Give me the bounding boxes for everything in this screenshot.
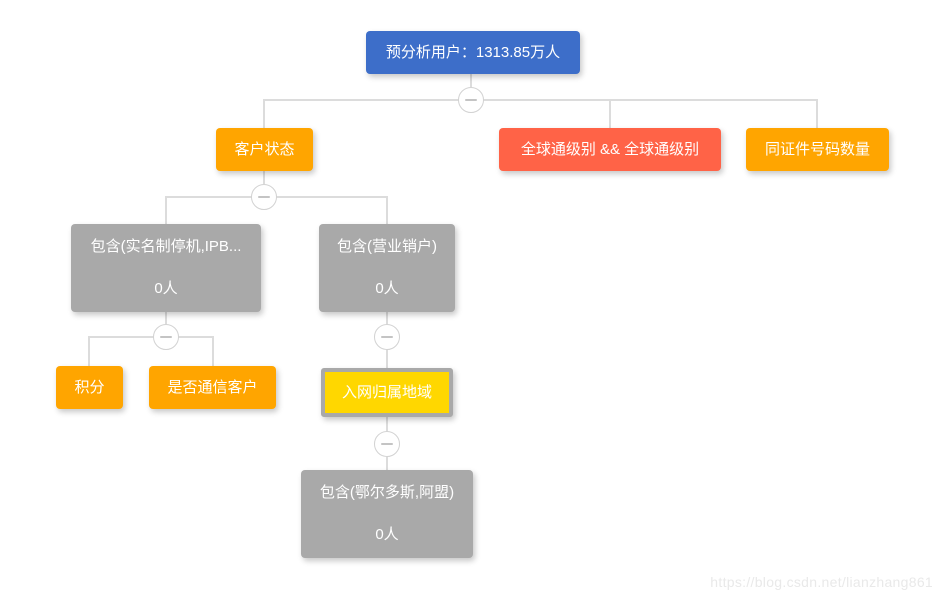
minus-icon xyxy=(381,443,393,445)
contains-realname-suspend-node[interactable]: 包含(实名制停机,IPB... 0人 xyxy=(71,224,261,312)
connector-line xyxy=(609,99,611,128)
collapse-toggle[interactable] xyxy=(458,87,484,113)
node-label: 同证件号码数量 xyxy=(764,141,870,158)
points-node[interactable]: 积分 xyxy=(56,366,123,409)
network-region-node[interactable]: 入网归属地域 xyxy=(321,368,453,417)
is-telecom-customer-node[interactable]: 是否通信客户 xyxy=(149,366,276,409)
watermark: https://blog.csdn.net/lianzhang861 xyxy=(710,574,933,590)
node-label: 是否通信客户 xyxy=(167,379,258,396)
connector-line xyxy=(386,417,388,431)
collapse-toggle[interactable] xyxy=(251,184,277,210)
connector-line xyxy=(386,457,388,470)
node-label: 预分析用户：1313.85万人 xyxy=(385,44,561,61)
connector-line xyxy=(165,196,167,224)
customer-status-node[interactable]: 客户状态 xyxy=(216,128,313,171)
node-count: 0人 xyxy=(375,280,399,297)
minus-icon xyxy=(258,196,270,198)
connector-line xyxy=(88,336,90,366)
connector-line xyxy=(470,74,472,87)
collapse-toggle[interactable] xyxy=(153,324,179,350)
minus-icon xyxy=(381,336,393,338)
gotone-level-node[interactable]: 全球通级别 && 全球通级别 xyxy=(499,128,721,171)
node-count: 0人 xyxy=(375,526,399,543)
connector-line xyxy=(386,350,388,368)
connector-line xyxy=(165,312,167,324)
connector-line xyxy=(263,171,265,184)
connector-line xyxy=(88,336,214,338)
connector-line xyxy=(212,336,214,366)
connector-line xyxy=(816,99,818,128)
node-count: 0人 xyxy=(154,280,178,297)
node-label: 包含(实名制停机,IPB... xyxy=(90,238,242,255)
connector-line xyxy=(263,99,265,128)
contains-ordos-node[interactable]: 包含(鄂尔多斯,阿盟) 0人 xyxy=(301,470,473,558)
contains-business-cancel-node[interactable]: 包含(营业销户) 0人 xyxy=(319,224,455,312)
node-label: 包含(营业销户) xyxy=(337,238,437,255)
node-label: 入网归属地域 xyxy=(341,384,432,401)
collapse-toggle[interactable] xyxy=(374,431,400,457)
connector-line xyxy=(386,312,388,324)
node-label: 全球通级别 && 全球通级别 xyxy=(520,141,700,158)
minus-icon xyxy=(465,99,477,101)
node-label: 积分 xyxy=(74,379,105,396)
preanalysis-users-node[interactable]: 预分析用户：1313.85万人 xyxy=(366,31,580,74)
minus-icon xyxy=(160,336,172,338)
connector-line xyxy=(263,99,818,101)
node-label: 包含(鄂尔多斯,阿盟) xyxy=(319,484,455,501)
collapse-toggle[interactable] xyxy=(374,324,400,350)
same-id-number-count-node[interactable]: 同证件号码数量 xyxy=(746,128,889,171)
node-label: 客户状态 xyxy=(234,141,295,158)
connector-line xyxy=(386,196,388,224)
